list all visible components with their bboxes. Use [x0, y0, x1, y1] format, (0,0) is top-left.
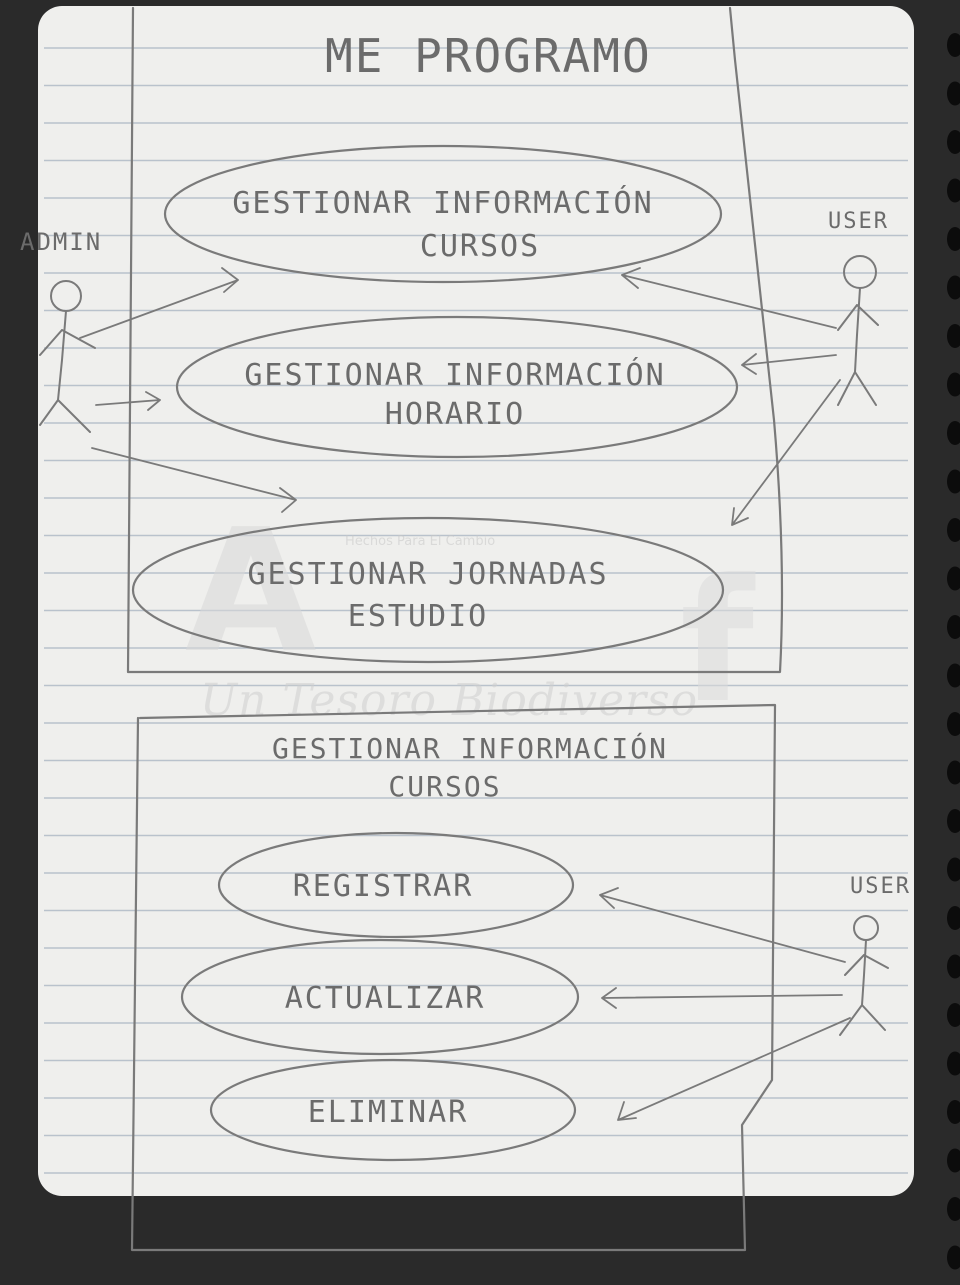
use-case-eliminar: ELIMINAR: [209, 1058, 577, 1162]
use-case-label: ACTUALIZAR: [285, 981, 486, 1016]
use-case-actualizar: ACTUALIZAR: [180, 938, 580, 1056]
use-case-label-line2: CURSOS: [420, 229, 540, 264]
system2-title-line2: CURSOS: [388, 770, 501, 803]
actor-admin: ADMIN: [20, 228, 102, 433]
use-case-label: ELIMINAR: [308, 1095, 469, 1130]
use-case-registrar: REGISTRAR: [217, 831, 575, 939]
ruled-lines: [44, 47, 908, 1174]
spiral-hole: [947, 518, 960, 542]
system2-title-line1: GESTIONAR INFORMACIÓN: [272, 731, 668, 765]
use-case-ellipse: [209, 1058, 577, 1162]
spiral-hole: [947, 1100, 960, 1124]
use-case-ellipse: [131, 516, 725, 664]
system-title: ME PROGRAMO: [325, 29, 652, 83]
spiral-hole: [947, 372, 960, 397]
spiral-hole: [947, 1003, 960, 1027]
watermark-small-text: Hechos Para El Cambio: [345, 534, 495, 549]
spiral-hole: [947, 809, 960, 833]
watermark-logo: A: [185, 493, 316, 691]
spiral-hole: [947, 33, 960, 57]
stick-figure-icon: [39, 280, 96, 433]
spiral-hole: [947, 760, 960, 785]
actor-user-2-label: USER: [850, 874, 911, 899]
spiral-hole: [947, 1051, 960, 1076]
actor-admin-label: ADMIN: [20, 228, 102, 256]
use-case-label-line2: ESTUDIO: [348, 599, 488, 634]
spiral-hole: [947, 663, 960, 688]
use-case-gestionar-informacion-cursos: GESTIONAR INFORMACIÓN CURSOS: [163, 144, 723, 284]
system-boundary-me-programo: [126, 6, 784, 674]
spiral-hole: [947, 227, 960, 251]
spiral-holes: [947, 33, 960, 1270]
spiral-hole: [947, 421, 960, 445]
system-boundary-box: [126, 6, 784, 674]
use-case-ellipse: [180, 938, 580, 1056]
spiral-hole: [947, 469, 960, 494]
system-boundary-box-2: [130, 703, 777, 1252]
association-arrows: [79, 267, 841, 526]
use-case-gestionar-jornadas-estudio: GESTIONAR JORNADAS ESTUDIO: [131, 516, 725, 664]
stick-figure-icon: [837, 255, 879, 406]
spiral-hole: [947, 275, 960, 300]
spiral-hole: [947, 1148, 960, 1173]
use-case-label-line1: GESTIONAR INFORMACIÓN: [232, 184, 653, 221]
spiral-hole: [947, 566, 960, 591]
actor-user-2: USER: [839, 874, 911, 1036]
spiral-hole: [947, 906, 960, 930]
spiral-hole: [947, 178, 960, 203]
actor-user-label: USER: [828, 209, 889, 234]
use-case-ellipse: [217, 831, 575, 939]
use-case-label-line2: HORARIO: [385, 397, 525, 432]
notebook-page: [38, 6, 914, 1196]
use-case-ellipse: [163, 144, 723, 284]
use-case-label: REGISTRAR: [293, 869, 474, 904]
stick-figure-icon: [839, 915, 889, 1036]
spiral-hole: [947, 954, 960, 979]
use-case-ellipse: [175, 315, 739, 459]
association-arrows-2: [599, 887, 851, 1121]
watermark-subtitle: Un Tesoro Biodiverso: [200, 675, 698, 726]
spiral-hole: [947, 1245, 960, 1270]
use-case-label-line1: GESTIONAR INFORMACIÓN: [244, 356, 665, 393]
spiral-hole: [947, 130, 960, 154]
spiral-hole: [947, 712, 960, 736]
spiral-hole: [947, 81, 960, 106]
spiral-hole: [947, 324, 960, 348]
spiral-hole: [947, 615, 960, 639]
spiral-hole: [947, 857, 960, 882]
actor-user: USER: [828, 209, 889, 406]
use-case-label-line1: GESTIONAR JORNADAS: [247, 557, 608, 592]
use-case-gestionar-informacion-horario: GESTIONAR INFORMACIÓN HORARIO: [175, 315, 739, 459]
spiral-hole: [947, 1197, 960, 1221]
